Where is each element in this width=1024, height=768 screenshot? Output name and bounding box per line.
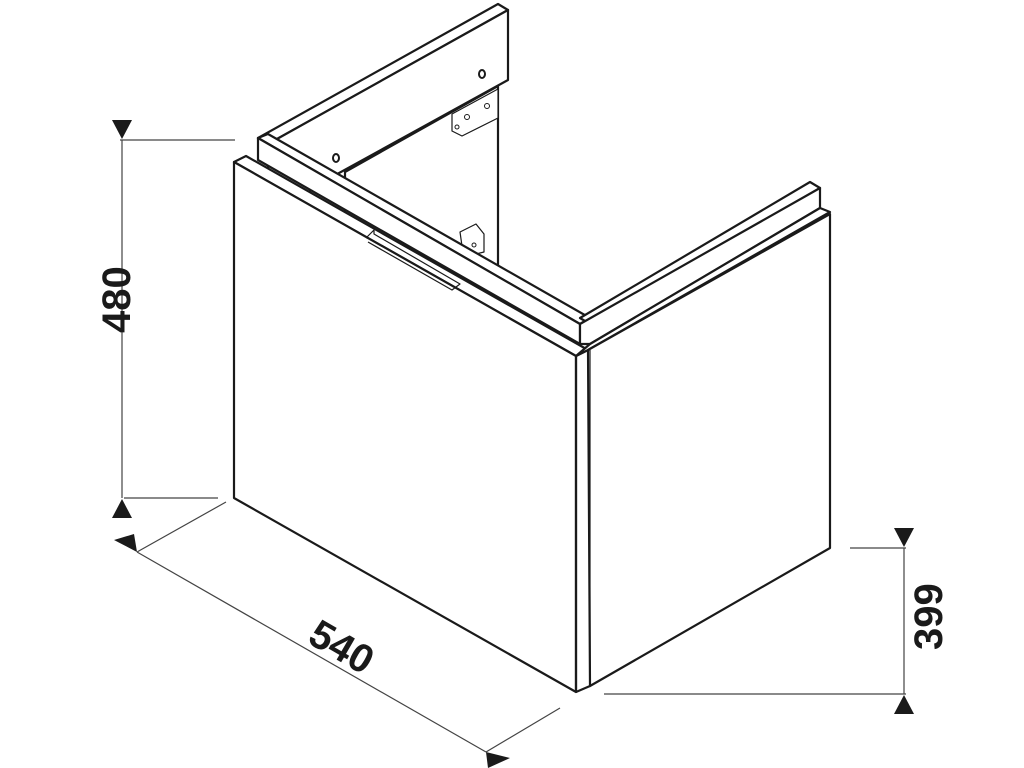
mount-hole-right [478, 69, 486, 79]
mount-hole-left [332, 153, 340, 163]
side-panel [586, 212, 832, 688]
hinge-bracket-upper [451, 88, 499, 137]
depth-dimension-label: 399 [907, 583, 951, 650]
mount-holes [332, 69, 490, 248]
arrow-down-icon [894, 528, 914, 547]
arrow-up-icon [112, 499, 132, 518]
width-dimension-label: 540 [302, 612, 382, 683]
drawer-handle [365, 229, 461, 291]
dimension-width [114, 501, 561, 768]
height-dimension-label: 480 [95, 266, 139, 333]
arrow-right-icon [486, 752, 510, 768]
dimension-height [112, 120, 235, 518]
arrow-down-icon [112, 120, 132, 139]
side-panel-top [574, 206, 832, 358]
dimension-depth [604, 528, 914, 714]
arrow-left-icon [114, 534, 137, 552]
arrow-up-icon [894, 695, 914, 714]
cabinet-body [232, 2, 832, 694]
